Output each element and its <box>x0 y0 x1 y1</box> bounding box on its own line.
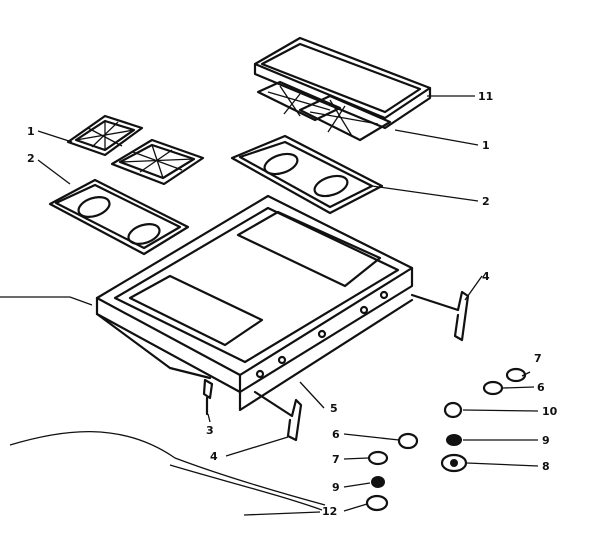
callout-labels: 1 2 11 1 2 4 5 3 4 7 6 10 9 8 6 7 9 12 <box>27 90 558 518</box>
callout-5: 5 <box>330 402 338 415</box>
callout-4-right: 4 <box>482 270 490 283</box>
callout-6-right: 6 <box>537 381 545 394</box>
callout-9-right: 9 <box>542 434 550 447</box>
callout-11: 11 <box>478 90 493 103</box>
callout-6-mid: 6 <box>332 428 340 441</box>
burner-box <box>95 194 414 412</box>
callout-4-left: 4 <box>210 450 218 463</box>
callout-2-left: 2 <box>27 152 35 165</box>
left-drip-pan <box>48 178 190 256</box>
orifice-screw <box>202 378 214 416</box>
callout-12: 12 <box>322 505 337 518</box>
callout-2-right: 2 <box>482 195 490 208</box>
left-burner-grates <box>66 114 205 186</box>
small-parts <box>365 367 527 512</box>
leader-lines <box>0 95 539 516</box>
callout-8: 8 <box>542 460 550 473</box>
right-burner-grates <box>256 80 392 142</box>
right-drip-pan <box>230 134 384 215</box>
callout-7-right: 7 <box>534 352 542 365</box>
callout-1-left: 1 <box>27 125 35 138</box>
callout-1-right: 1 <box>482 139 490 152</box>
callout-9-mid: 9 <box>332 481 340 494</box>
callout-7-mid: 7 <box>332 453 340 466</box>
side-brackets <box>253 290 470 442</box>
callout-3: 3 <box>206 424 214 437</box>
callout-10: 10 <box>542 405 558 418</box>
